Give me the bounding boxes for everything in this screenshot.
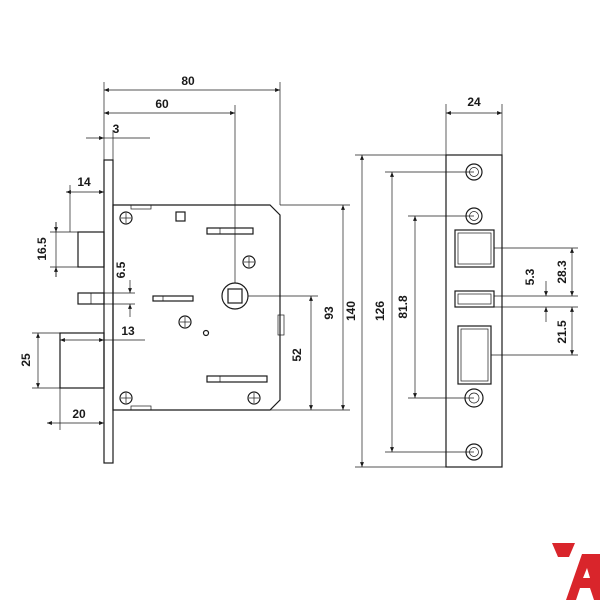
- screw-icon: [242, 255, 256, 269]
- dim-20: 20: [72, 407, 86, 421]
- brand-logo-icon: [552, 543, 600, 600]
- dead-bolt: [59, 332, 105, 389]
- dim-140: 140: [344, 301, 358, 321]
- dim-5-3: 5.3: [523, 268, 537, 285]
- logo-letter: [566, 554, 600, 600]
- follower: [221, 282, 249, 310]
- latch-bolt: [77, 231, 105, 268]
- front-dimensions: 80 60 3 14 16.5 6.5 13: [19, 74, 350, 430]
- dim-3: 3: [113, 122, 120, 136]
- screw-icon: [119, 391, 133, 405]
- logo-mark: [552, 543, 575, 557]
- dim-81-8: 81.8: [396, 295, 410, 319]
- top-slider: [206, 227, 254, 235]
- mid-slider: [152, 295, 194, 302]
- lock-case: [59, 159, 285, 464]
- dim-93: 93: [322, 306, 336, 320]
- side-plate: [445, 154, 503, 468]
- forend-side-view: [445, 154, 503, 468]
- dim-60: 60: [155, 97, 169, 111]
- forend-plate: [103, 159, 114, 464]
- dim-25: 25: [19, 353, 33, 367]
- dim-6-5: 6.5: [114, 261, 128, 278]
- dim-21-5: 21.5: [555, 320, 569, 344]
- dim-13: 13: [121, 324, 135, 338]
- screw-icon: [247, 391, 261, 405]
- deadbolt-opening: [457, 325, 492, 385]
- dim-14: 14: [77, 175, 91, 189]
- dim-52: 52: [290, 348, 304, 362]
- dim-28-3: 28.3: [555, 260, 569, 284]
- screw-icon: [178, 315, 192, 329]
- dim-24: 24: [467, 95, 481, 109]
- case-body: [112, 204, 281, 411]
- screw-icon: [119, 211, 133, 225]
- latch-opening: [454, 229, 495, 268]
- dim-16-5: 16.5: [35, 237, 49, 261]
- bottom-slider: [206, 375, 268, 383]
- small-bolt-opening: [454, 290, 495, 308]
- side-dimensions: 24 140 126 81.8 5.3 28.3 21.5: [344, 95, 578, 468]
- dim-80: 80: [181, 74, 195, 88]
- dim-126: 126: [373, 301, 387, 321]
